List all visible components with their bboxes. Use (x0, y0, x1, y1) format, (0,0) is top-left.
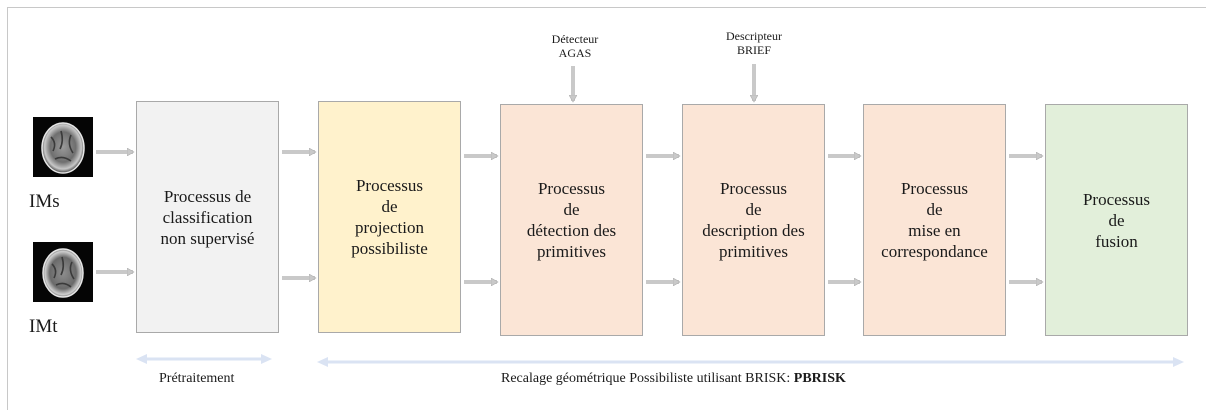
fusion-box-label: Processus de fusion (1082, 189, 1151, 251)
projection-box: Processus de projection possibiliste (318, 101, 461, 333)
registration-footer-text: Recalage géométrique Possibiliste utilis… (501, 371, 794, 386)
registration-footer-label: Recalage géométrique Possibiliste utilis… (501, 371, 846, 387)
source-image-label: IMs (29, 191, 60, 212)
matching-box-label: Processus de mise en correspondance (881, 179, 988, 261)
preprocessing-box: Processus de classification non supervis… (136, 101, 279, 333)
descriptor-label: Descripteur BRIEF (726, 29, 782, 57)
fusion-box: Processus de fusion (1045, 104, 1188, 336)
target-image (33, 242, 93, 302)
description-box: Processus de description des primitives (682, 104, 825, 336)
diagram-frame (7, 7, 1206, 410)
source-image (33, 117, 93, 177)
detector-label: Détecteur AGAS (551, 32, 599, 60)
preprocessing-range-arrow (136, 354, 272, 364)
detection-box-label: Processus de détection des primitives (526, 179, 617, 261)
matching-box: Processus de mise en correspondance (863, 104, 1006, 336)
target-image-label: IMt (29, 316, 58, 337)
description-box-label: Processus de description des primitives (702, 179, 805, 261)
preprocessing-box-label: Processus de classification non supervis… (160, 186, 255, 248)
registration-footer-acronym: PBRISK (793, 371, 846, 386)
registration-range-arrow (317, 357, 1184, 367)
projection-box-label: Processus de projection possibiliste (351, 176, 428, 258)
detection-box: Processus de détection des primitives (500, 104, 643, 336)
preprocessing-footer-label: Prétraitement (159, 371, 235, 386)
